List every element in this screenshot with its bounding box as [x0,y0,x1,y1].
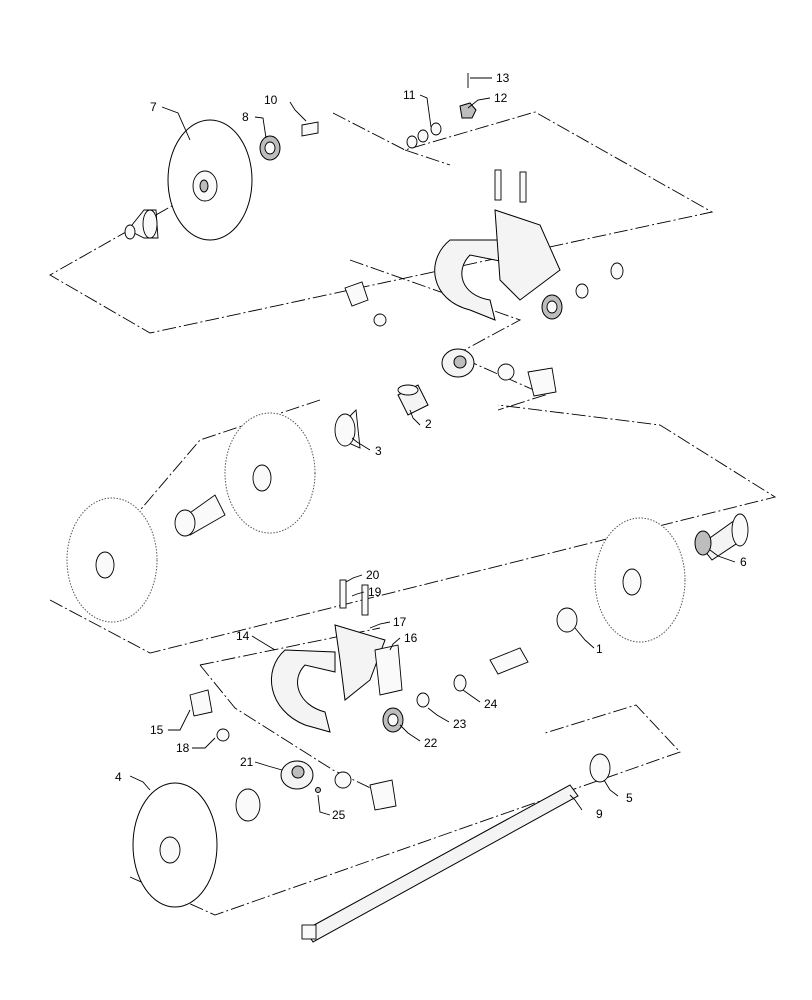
callout-25: 25 [332,808,346,822]
callout-24: 24 [484,697,498,711]
callout-11: 11 [403,88,416,102]
callout-12: 12 [494,91,508,105]
callout-4: 4 [115,770,122,784]
bushing-lower-right [334,771,352,789]
frame-yoke-upper [434,209,561,321]
yoke-14 [271,649,336,733]
disc-blade-middle [224,412,316,534]
nut-12 [459,102,477,119]
callout-7: 7 [150,100,157,114]
callout-22: 22 [424,736,438,750]
leader-lines [129,77,736,816]
bushing-18 [216,728,230,742]
callout-16: 16 [404,631,418,645]
snap-ring-upper [610,262,624,280]
bearing-8 [259,135,281,161]
callout-8: 8 [242,110,249,124]
disc-blade-right [594,517,686,643]
small-bushing-upper [373,313,387,327]
callout-1: 1 [596,642,603,656]
bolts-lower-frame [339,579,369,616]
washer-upper [575,283,589,299]
callout-labels: 1 2 3 4 5 6 7 8 9 10 11 12 13 14 15 16 1… [115,71,747,822]
bracket-10 [301,121,319,137]
callout-15: 15 [150,723,164,737]
spool-hub-top [124,209,159,240]
callout-9: 9 [596,807,603,821]
callout-19: 19 [368,585,382,599]
callout-10: 10 [264,93,278,107]
callout-14: 14 [236,629,250,643]
callout-6: 6 [740,555,747,569]
callout-23: 23 [453,717,467,731]
washers-11 [406,122,442,149]
bearing-upper [541,294,563,320]
bell-spacer-lower [235,788,261,822]
callout-13: 13 [496,71,510,85]
callout-3: 3 [375,444,382,458]
clamp-upper-left [344,281,369,307]
grease-fitting-25 [315,787,321,793]
clamp-upper-right [527,367,557,397]
spool-6 [694,513,749,561]
disc-blade-left [66,497,158,623]
bushing-upper-right [497,363,515,381]
callout-20: 20 [366,568,380,582]
housing-upper [441,348,475,378]
callout-2: 2 [425,417,432,431]
callout-5: 5 [626,791,633,805]
spacer-tube-2 [397,384,429,416]
housing-21 [280,760,314,790]
bearing-22 [382,707,404,733]
clamp-lower-right [369,779,397,811]
clamp-15 [189,689,213,717]
plate-16 [374,644,403,696]
callout-18: 18 [176,741,190,755]
spacer-lower [489,647,529,675]
spool-middle [174,494,226,537]
snap-ring-24 [453,674,467,692]
bushing-5 [589,753,611,783]
callout-21: 21 [240,755,254,769]
bell-spacer-1 [556,607,578,633]
shaft-9 [301,784,579,943]
bell-spacer-3 [334,409,361,449]
disc-blade-4 [132,782,218,908]
callout-17: 17 [393,615,407,629]
washer-23 [416,692,430,708]
bracket-17 [334,624,386,701]
bolts-upper-frame [494,169,527,203]
disc-blade-7 [167,119,253,241]
